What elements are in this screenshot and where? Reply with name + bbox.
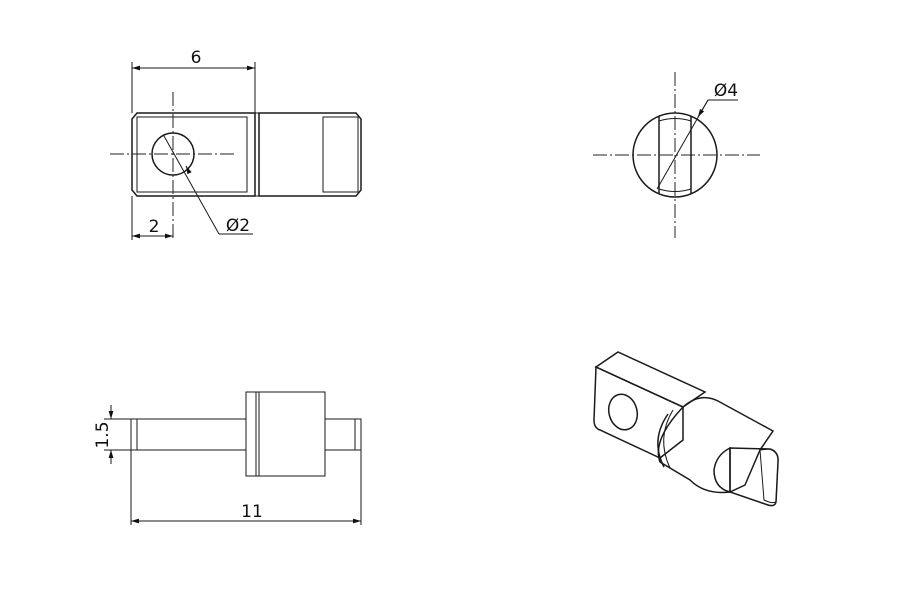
flat-tab-edge xyxy=(130,418,138,451)
dim-hole-diameter: Ø2 xyxy=(226,216,250,236)
cylinder-body xyxy=(258,112,362,197)
dim-hole-offset: 2 xyxy=(149,217,160,237)
dim-overall-flat-length: 6 xyxy=(191,48,202,68)
flat-tab-side xyxy=(136,418,247,451)
isometric-view xyxy=(593,351,779,507)
iso-end-chamfer xyxy=(759,448,779,504)
end-flat-face xyxy=(322,116,359,193)
end-tip xyxy=(324,418,356,451)
dim-flat-thickness: 1.5 xyxy=(93,421,113,448)
iso-end-tip xyxy=(729,447,779,507)
end-view: Ø4 xyxy=(593,72,760,238)
iso-end-flat xyxy=(713,446,731,493)
top-view: 1.5 11 xyxy=(93,391,362,525)
collar xyxy=(245,391,257,477)
iso-cylinder xyxy=(657,396,775,494)
dim-overall-length: 11 xyxy=(241,502,263,522)
tab-front-face xyxy=(593,365,684,459)
cylinder-body xyxy=(258,391,326,477)
front-view: 6 2 Ø2 xyxy=(110,48,362,240)
end-tip-chamfer xyxy=(354,418,362,451)
iso-groove-2 xyxy=(663,409,674,469)
iso-hole xyxy=(607,393,639,431)
dim-shaft-diameter: Ø4 xyxy=(714,81,738,101)
iso-groove xyxy=(657,413,669,468)
